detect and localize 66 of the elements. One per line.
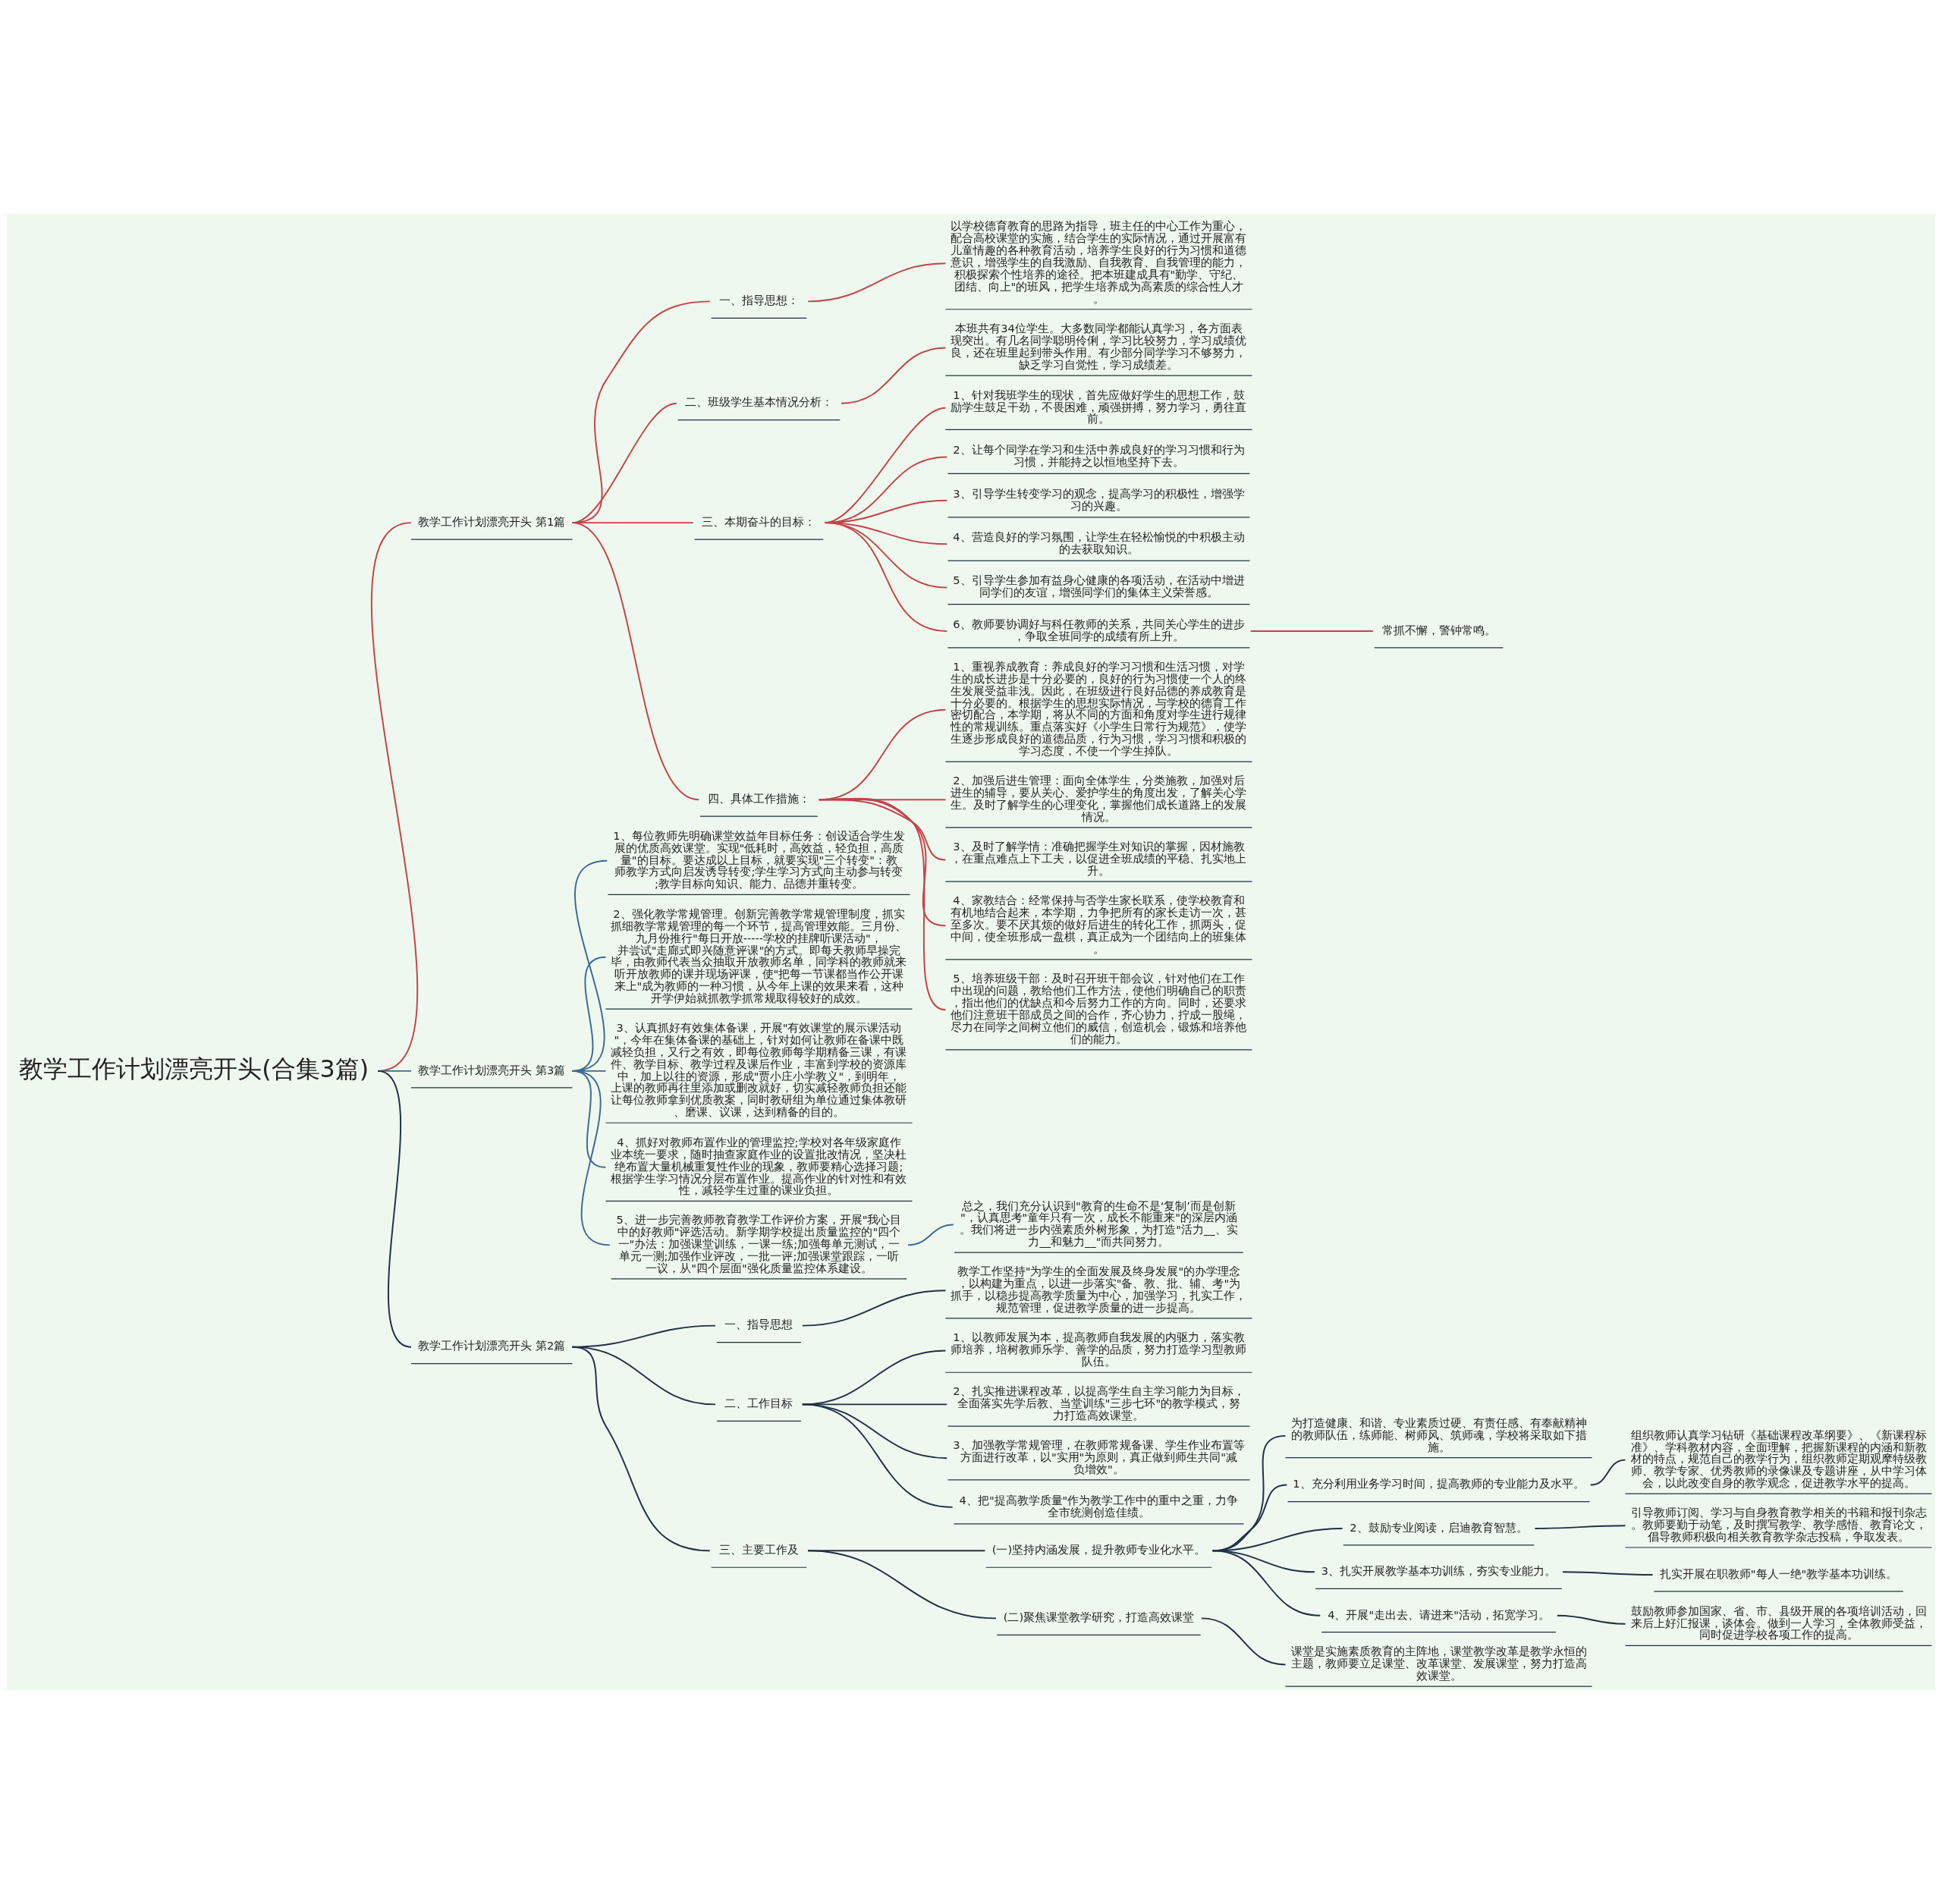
connector [824,522,948,632]
node-text: 教学工作计划漂亮开头 第3篇 [418,1063,566,1076]
node-text: 教学工作计划漂亮开头(合集3篇) [19,1054,369,1082]
connector [1211,1550,1321,1617]
node-text: 3、引导学生转变学习的观念，提高学习的积极性，增强学习的兴趣。 [953,486,1245,512]
connector [1201,1617,1287,1666]
connector [1556,1614,1626,1625]
node-text: 4、抓好对教师布置作业的管理监控;学校对各年级家庭作业本统一要求，随时抽查家庭作业的设置批改情况，坚决杜绝布置大量机械重复性作业的现象，教师要精心选择习题;根据学生学习情况分层布置作业。提高作业的针对性和有效性，减轻学生过重的课业负担。 [611,1135,907,1197]
node-text: 4、营造良好的学习氛围，让学生在轻松愉悦的中积极主动的去获取知识。 [953,530,1245,555]
node-text: 课堂是实施素质教育的主阵地，课堂教学改革是教学永恒的主题，教师要立足课堂、改革课堂、发展课堂，努力打造高效课堂。 [1290,1645,1587,1682]
node-text: 四、具体工作措施： [707,791,810,805]
node-text: (一)坚持内涵发展，提升教师专业化水平。 [991,1543,1206,1557]
node-text: 以学校德育教育的思路为指导，班主任的中心工作为重心，配合高校课堂的实施，结合学生的实际情况，通过开展富有儿童情趣的各种教育活动，培养学生良好的行为习惯和道德意识，增强学生的自我激励、自我教育、自我管理的能力，积极探索个性培养的途径。把本班建成具有"勤学、守纪、团结、向上"的班风，把学生培养成为高素质的综合性人才。 [951,219,1247,305]
connector [801,1403,954,1508]
connector [907,1224,954,1246]
node-text: 二、班级学生基本情况分析： [684,395,833,409]
connector [571,1070,611,1246]
connector [571,1346,711,1552]
node-text: 本班共有34位学生。大多数同学都能认真学习，各方面表现突出。有几名同学聪明伶俐，学习比较努力，学习成绩优良，还在班里起到带头作用。有少部分同学学习不够努力，缺乏学习自觉性，学习成绩差。 [951,322,1247,371]
node-text: 1、针对我班学生的现状，首先应做好学生的思想工作，鼓励学生鼓足干劲，不畏困难，顽强拼搏，努力学习，勇往直前。 [951,388,1247,426]
connector [1589,1459,1626,1486]
node-text: 为打造健康、和谐、专业素质过硬、有责任感、有奉献精神的教师队伍，练师能、树师风、筑师魂，学校将采取如下措施。 [1290,1415,1587,1453]
connector [571,522,700,801]
node-text: 3、扎实开展教学基本功训练，夯实专业能力。 [1321,1564,1557,1578]
node-text: 1、重视养成教育：养成良好的学习习惯和生活习惯，对学生的成长进步是十分必要的，良好的行为习惯使一个人的终生发展受益非浅。因此，在班级进行良好品德的养成教育是十分必要的。根据学生的思想实际情况，与学校的德育工作密切配合，本学期，将从不同的方面和角度对学生进行规律性的常规训练。重点落实好《小学生日常行为规范》，使学生逐步形成良好的道德品质，行为习惯，学习习惯和积极的学习态度，不使一个学生掉队。 [951,659,1247,758]
node-text: 1、充分利用业务学习时间，提高教师的专业能力及水平。 [1293,1477,1585,1491]
node-text: 常抓不懈，警钟常鸣。 [1381,623,1496,636]
connector [818,797,947,1011]
node-text: 教学工作计划漂亮开头 第2篇 [418,1339,566,1353]
node-text: 总之，我们充分认识到"教育的生命不是‘复制’而是创新"，认真思考"童年只有一次，成长不能重来"的深层内涵。我们将进一步内强素质外树形象，为打造"活力__、实力__和魅力__"而共同努力。 [960,1199,1238,1249]
connector [1249,630,1374,632]
node-text: 2、加强后进生管理：面向全体学生，分类施教，加强对后进生的辅导，要从关心、爱护学生的角度出发，了解关心学生。及时了解学生的心理变化，掌握他们成长道路上的发展情况。 [951,774,1247,823]
node-text: 3、加强教学常规管理，在教师常规备课、学生作业布置等方面进行改革，以"实用"为原则，真正做到师生共同"减负增效"。 [953,1438,1245,1475]
node-text: 2、扎实推进课程改革，以提高学生自主学习能力为目标，全面落实先学后教、当堂训练"三步七环"的教学模式，努力打造高效课堂。 [953,1384,1245,1422]
node-text: 1、每位教师先明确课堂效益年目标任务：创设适合学生发展的优质高效课堂。实现"低耗时，高效益，轻负担，高质量"的目标。要达成以上目标，就要实现"三个转变"：教师教学方式向启发诱导转变;学生学习方式向主动参与转变;教学目标向知识、能力、品德并重转变。 [613,828,905,891]
node-text: 6、教师要协调好与科任教师的关系，共同关心学生的进步，争取全班同学的成绩有所上升。 [953,617,1245,643]
node-text: 组织教师认真学习钻研《基础课程改革纲要》、《新课程标准》、学科教材内容，全面理解，把握新课程的内涵和新教材的特点，规范自己的教学行为，组织教师定期观摩特级教师、教学专家、优秀教师的录像课及专题讲座，从中学习体会，以此改变自身的教学观念，促进教学水平的提高。 [1630,1428,1927,1490]
connector [801,1290,947,1327]
node-text: 2、鼓励专业阅读，启迪教育智慧。 [1350,1520,1528,1534]
node-text: 2、强化教学常规管理。创新完善教学常规管理制度，抓实抓细教学常规管理的每一个环节，提高管理效能。三月份、九月份推行"每日开放-----学校的挂牌听课活动"，并尝试"走廊式即兴随意评课"的方式。即每天教师早操完毕，由教师代表当众抽取开放教师名单，同学科的教师就来听开放教师的课并现场评课，使"把每一节课都当作公开课来上"成为教师的一种习惯，从今年上课的效果来看，这种开学伊始就抓教学抓常规取得较好的成效。 [611,906,907,1005]
node-text: 5、进一步完善教师教育教学工作评价方案，开展"我心目中的好教师"评选活动。新学期学校提出质量监控的"四个一"办法：加强课堂训练，一课一练;加强每单元测试，一单元一测;加强作业评改，一批一评;加强课堂跟踪，一听一议，从"四个层面"强化质量监控体系建设。 [616,1213,902,1274]
node-text: 扎实开展在职教师"每人一绝"教学基本功训练。 [1659,1566,1898,1580]
node-text: 5、培养班级干部：及时召开班干部会议，针对他们在工作中出现的问题，教给他们工作方法，使他们明确自己的职责，指出他们的优缺点和今后努力工作的方向。同时，还要求他们注意班干部成员之间的合作，齐心协力，拧成一股绳，尽力在同学之间树立他们的威信，创造机会，锻炼和培养他们的能力。 [951,972,1247,1045]
node-text: 一、指导思想 [724,1318,793,1331]
node-text: (二)聚焦课堂教学研究，打造高效课堂 [1003,1610,1195,1624]
connector [1562,1571,1654,1576]
node-text: 4、家教结合：经常保持与否学生家长联系，使学校教育和有机地结合起来，本学期，力争把所有的家长走访一次，甚至多次。要不厌其烦的做好后进生的转化工作，抓两头，促中间，使全班形成一盘棋，真正成为一个团结向上的班集体。 [951,894,1247,955]
node-text: 5、引导学生参加有益身心健康的各项活动，在活动中增进同学们的友谊，增强同学们的集体主义荣誉感。 [953,573,1245,599]
node-text: 教学工作坚持"为学生的全面发展及终身发展"的办学理念，以构建为重点，以进一步落实"备、教、批、辅、考"为抓手，以稳步提高教学质量为中心，加强学习，扎实工作，规范管理，促进教学质量的进一步提高。 [951,1265,1247,1314]
connector [1534,1525,1626,1529]
node-text: 教学工作计划漂亮开头 第1篇 [418,514,566,528]
node-text: 鼓励教师参加国家、省、市、县级开展的各项培训活动，回来后上好汇报课，谈体会。做到一人学习，全体教师受益，同时促进学校各项工作的提高。 [1630,1604,1927,1642]
node-text: 4、开展"走出去、请进来"活动，拓宽学习。 [1328,1607,1550,1621]
node-text: 一、指导思想： [718,294,799,307]
node-text: 三、主要工作及 [718,1543,799,1557]
node-text: 引导教师订阅、学习与自身教育教学相关的书籍和报刊杂志。教师要勤于动笔，及时撰写教学、教学感悟、教育论文，倡导教师积极向相关教育教学杂志投稿，争取发表。 [1630,1506,1927,1543]
connector [807,1550,997,1620]
node-text: 1、以教师发展为本，提高教师自我发展的内驱力，落实教师培养，培树教师乐学、善学的品质，努力打造学习型教师队伍。 [951,1331,1247,1368]
node-text: 4、把"提高教学质量"作为教学工作中的重中之重，力争全市统测创造佳绩。 [959,1493,1239,1519]
connector [807,262,947,303]
node-text: 2、让每个同学在学习和生活中养成良好的学习习惯和行为习惯，并能持之以恒地坚持下去。 [953,443,1245,469]
connector [841,347,947,404]
node-text: 三、本期奋斗的目标： [702,514,816,528]
node-text: 3、认真抓好有效集体备课，开展"有效课堂的展示课活动"，今年在集体备课的基础上，针对如何让教师在备课中既减轻负担，又行之有效，即每位教师每学期精备三课，有课件、教学目标、教学过程及课后作业，丰富到学校的资源库中，加上以往的资源，形成"贾小庄小学教义"，到明年，上课的教师再往里添加或删改就好，切实减轻教师负担还能让每位教师拿到优质教案，同时教研组为单位通过集体教研、磨课、议课，达到精备的目的。 [611,1021,907,1119]
node-text: 3、及时了解学情：准确把握学生对知识的掌握，因材施教，在重点难点上下工夫，以促进全班成绩的平稳、扎实地上升。 [951,840,1247,878]
node-text: 二、工作目标 [724,1397,793,1410]
